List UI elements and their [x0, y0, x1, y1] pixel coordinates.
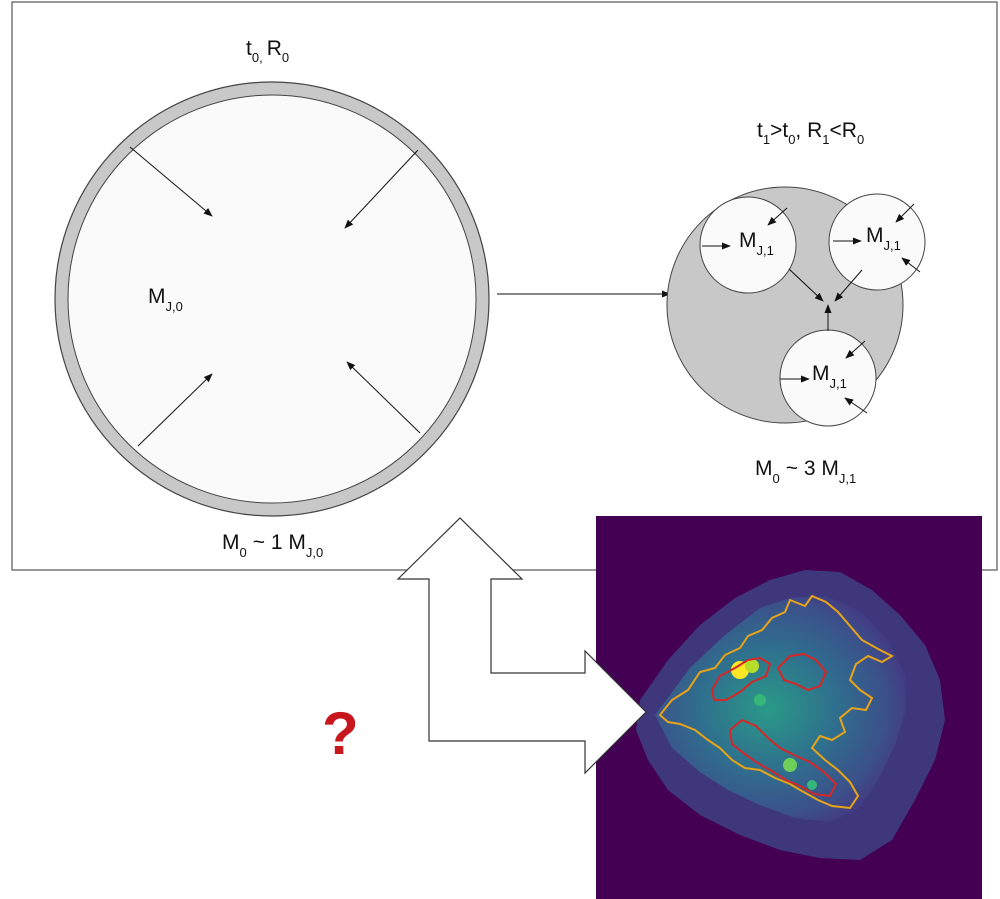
fragmented-cloud [666, 186, 926, 427]
observation-map [596, 516, 982, 899]
emission-peak [731, 661, 749, 679]
collapse-arrow-bottom-right [346, 361, 421, 434]
inner-contour [710, 656, 772, 701]
collapse-arrow-bottom-left [137, 373, 213, 447]
initial-cloud [54, 81, 490, 517]
fragment-arrow [845, 340, 866, 359]
emission-knot [745, 659, 759, 673]
later-time-radius-label: t1>t0, R1<R0 [757, 119, 864, 147]
emission-knot [807, 780, 817, 790]
question-mark: ? [322, 700, 359, 767]
initial-jeans-mass-label: MJ,0 [148, 285, 183, 314]
emission-knot [783, 758, 797, 772]
inner-contour [776, 652, 828, 692]
fragment-arrow [895, 203, 915, 223]
comparison-arrow [396, 517, 647, 775]
initial-cloud-interior [67, 94, 477, 504]
outer-contour [658, 594, 895, 810]
fragment-label-top-right: MJ,1 [866, 224, 901, 253]
collapse-arrow-top-right [344, 149, 419, 229]
merge-arrow [788, 268, 824, 302]
emission-knot [754, 694, 766, 706]
merge-arrow [834, 269, 863, 302]
fragment-label-top-left: MJ,1 [739, 229, 774, 258]
later-mass-relation-label: M0~ 3 MJ,1 [755, 457, 856, 486]
fragment-arrow [767, 207, 788, 226]
inner-contour [728, 718, 838, 798]
emission-region [655, 596, 906, 822]
fragment-arrow [901, 257, 921, 273]
initial-mass-relation-label: M0~ 1 MJ,0 [222, 531, 323, 560]
collapse-arrow-top-left [129, 146, 213, 217]
initial-time-radius-label: t0,R0 [246, 37, 289, 65]
fragment-label-bottom: MJ,1 [812, 362, 847, 391]
fragment-arrow [844, 397, 868, 414]
